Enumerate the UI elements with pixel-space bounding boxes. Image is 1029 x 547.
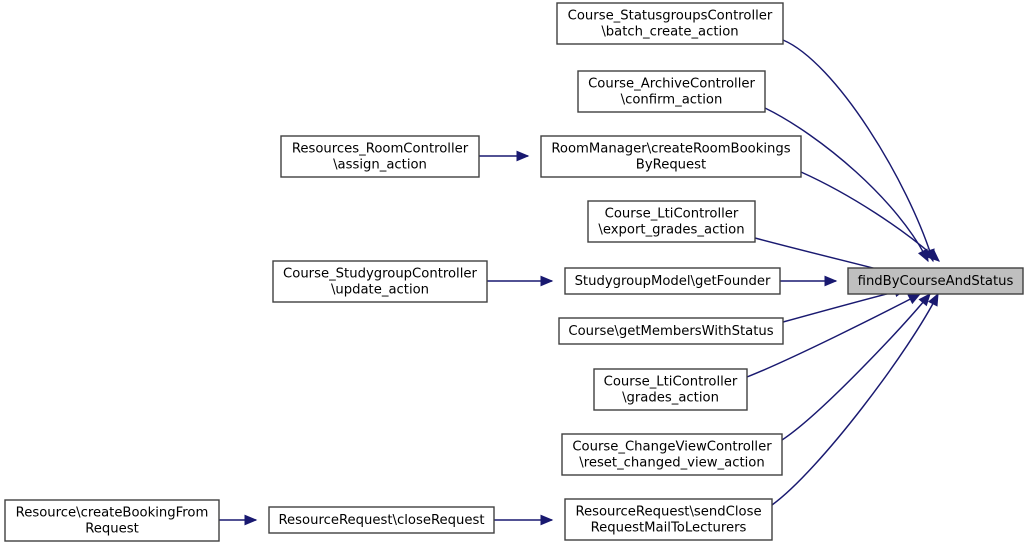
node-label-line: RequestMailToLecturers bbox=[591, 521, 747, 536]
node-box[interactable] bbox=[577, 70, 766, 113]
arrow-head-icon bbox=[244, 514, 258, 526]
edge-archive-to-target bbox=[764, 107, 929, 263]
edge-line bbox=[800, 171, 940, 262]
node-label-line: StudygroupModel\getFounder bbox=[575, 274, 771, 289]
node-box[interactable] bbox=[558, 317, 784, 345]
edge-studygroup-model-to-target bbox=[780, 275, 838, 287]
arrow-head-icon bbox=[824, 275, 838, 287]
node-box[interactable] bbox=[268, 506, 495, 534]
edge-roommanager-to-target bbox=[800, 171, 940, 262]
node-label-line: Request bbox=[85, 522, 139, 537]
edge-sendclose-to-target bbox=[771, 292, 939, 506]
node-label-line: RoomManager\createRoomBookings bbox=[551, 142, 790, 157]
node-box[interactable] bbox=[556, 2, 784, 45]
node-label-line: Course_ArchiveController bbox=[588, 77, 755, 92]
node-lti-grades[interactable]: Course_LtiController\grades_action bbox=[593, 368, 748, 411]
edge-line bbox=[771, 293, 939, 506]
arrow-head-icon bbox=[927, 292, 939, 307]
node-box[interactable] bbox=[272, 260, 488, 303]
node-label-line: ResourceRequest\closeRequest bbox=[278, 513, 484, 528]
node-label-line: \grades_action bbox=[622, 391, 719, 406]
edge-resources-room-to-roommanager bbox=[479, 150, 530, 162]
edge-resource-booking-to-close-request bbox=[219, 514, 258, 526]
edge-statusgroups-to-target bbox=[782, 39, 935, 263]
nodes-layer: Course_StatusgroupsController\batch_crea… bbox=[4, 2, 1024, 542]
node-box[interactable] bbox=[561, 433, 783, 476]
node-archive[interactable]: Course_ArchiveController\confirm_action bbox=[577, 70, 766, 113]
node-studygroup-ctrl[interactable]: Course_StudygroupController\update_actio… bbox=[272, 260, 488, 303]
node-label-line: ByRequest bbox=[636, 158, 706, 173]
node-lti-export[interactable]: Course_LtiController\export_grades_actio… bbox=[587, 200, 756, 243]
node-label-line: Resource\createBookingFrom bbox=[16, 506, 209, 521]
node-label-line: Course_LtiController bbox=[604, 375, 738, 390]
node-label-line: ResourceRequest\sendClose bbox=[575, 505, 761, 520]
edge-line bbox=[746, 293, 921, 378]
node-changeview[interactable]: Course_ChangeViewController\reset_change… bbox=[561, 433, 783, 476]
arrow-head-icon bbox=[540, 275, 554, 287]
node-box[interactable] bbox=[280, 135, 480, 178]
node-box[interactable] bbox=[564, 498, 773, 541]
arrow-head-icon bbox=[540, 514, 554, 526]
node-target[interactable]: findByCourseAndStatus bbox=[847, 267, 1024, 295]
node-label-line: \confirm_action bbox=[621, 93, 723, 108]
edge-line bbox=[782, 39, 934, 262]
node-box[interactable] bbox=[4, 499, 220, 542]
node-box-highlighted[interactable] bbox=[847, 267, 1024, 295]
edge-close-request-to-sendclose bbox=[494, 514, 554, 526]
node-label-line: \reset_changed_view_action bbox=[579, 456, 765, 471]
node-resources-room[interactable]: Resources_RoomController\assign_action bbox=[280, 135, 480, 178]
node-statusgroups[interactable]: Course_StatusgroupsController\batch_crea… bbox=[556, 2, 784, 45]
node-box[interactable] bbox=[564, 267, 781, 295]
node-label-line: \assign_action bbox=[333, 158, 427, 173]
node-label-line: \update_action bbox=[331, 283, 429, 298]
arrow-head-icon bbox=[918, 293, 931, 307]
edge-changeview-to-target bbox=[781, 293, 931, 441]
arrow-head-icon bbox=[516, 150, 530, 162]
node-close-request[interactable]: ResourceRequest\closeRequest bbox=[268, 506, 495, 534]
node-members[interactable]: Course\getMembersWithStatus bbox=[558, 317, 784, 345]
node-studygroup-model[interactable]: StudygroupModel\getFounder bbox=[564, 267, 781, 295]
node-label-line: Course\getMembersWithStatus bbox=[568, 324, 773, 339]
edge-studygroup-ctrl-to-studygroup-model bbox=[487, 275, 554, 287]
node-sendclose[interactable]: ResourceRequest\sendCloseRequestMailToLe… bbox=[564, 498, 773, 541]
node-box[interactable] bbox=[540, 135, 802, 178]
arrow-head-icon bbox=[926, 249, 940, 262]
arrow-head-icon bbox=[917, 248, 929, 263]
node-label-line: Course_StatusgroupsController bbox=[568, 9, 773, 24]
node-label-line: Course_StudygroupController bbox=[283, 267, 477, 282]
node-label-line: Resources_RoomController bbox=[292, 142, 469, 157]
node-label-line: findByCourseAndStatus bbox=[858, 274, 1014, 289]
node-label-line: \batch_create_action bbox=[601, 25, 738, 40]
node-label-line: \export_grades_action bbox=[598, 223, 744, 238]
node-label-line: Course_LtiController bbox=[605, 207, 739, 222]
edge-line bbox=[764, 107, 929, 262]
edge-line bbox=[781, 293, 931, 441]
node-label-line: Course_ChangeViewController bbox=[572, 440, 772, 455]
node-box[interactable] bbox=[593, 368, 748, 411]
node-box[interactable] bbox=[587, 200, 756, 243]
